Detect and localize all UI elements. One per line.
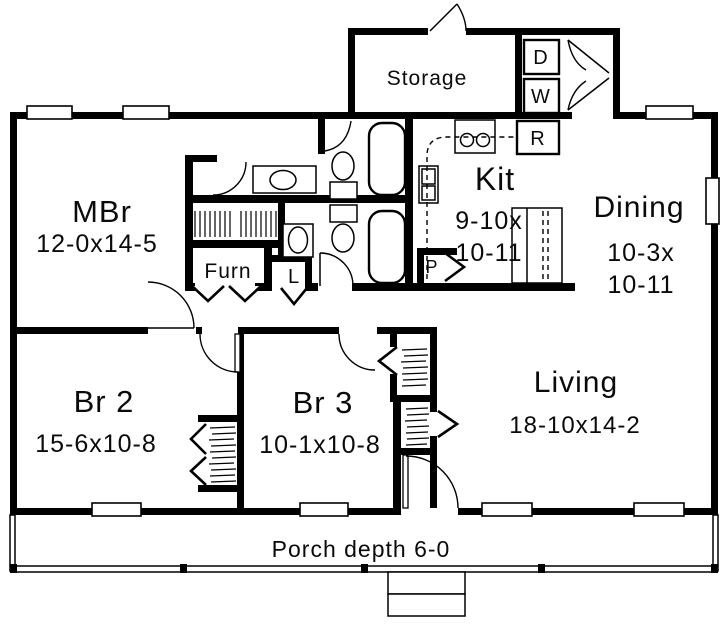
living-label: Living [534,366,618,399]
walls-layer [10,28,718,515]
pantry-label: P [425,257,438,277]
mbr-closet-door [212,161,247,196]
living-dims: 18-10x14-2 [509,412,640,439]
window-br3 [299,502,349,517]
bathtub-master [367,121,407,197]
br2-closet-shelf-hatch [208,426,237,483]
coat-closet-shelf-hatch [404,407,430,446]
vanity-master [252,165,317,194]
kit-label: Kit [475,161,515,197]
fixtures-layer [194,38,563,483]
window-living-1 [481,502,533,517]
mbr-label: MBr [72,194,132,229]
master-bath-door [324,120,352,152]
storage-label: Storage [387,67,468,90]
window-mbr-1 [26,105,73,120]
window-mbr-2 [122,105,170,120]
furnace-label: Furn [204,260,251,283]
window-br2 [91,502,142,517]
washer-box [522,77,561,115]
br3-closet-door [376,345,398,377]
storage-door [429,3,467,32]
mbr-dims: 12-0x14-5 [36,230,158,258]
window-dining-right [705,177,720,225]
dryer-box [522,38,561,76]
mbr-door [147,281,195,329]
windows-layer [26,105,720,517]
kit-dims-2: 10-11 [455,239,522,267]
dining-label: Dining [593,191,684,224]
linen-bifold-door [279,287,309,307]
br2-dims: 15-6x10-8 [35,430,157,458]
bathtub-hall [367,209,407,285]
refrigerator-box [515,119,561,156]
coat-closet-door [437,409,460,439]
window-living-2 [633,502,685,517]
br2-door [199,333,241,373]
br2-closet-doors [189,423,207,486]
pantry-door [444,251,467,283]
back-entry-doors [567,39,610,111]
vanity-hall [282,223,314,258]
mbr-closet-rod-hatch [194,211,277,237]
dining-dims-1: 10-3x [607,239,675,267]
window-dining-top [645,105,694,120]
br3-label: Br 3 [293,385,354,420]
porch-label: Porch depth 6-0 [272,536,451,562]
labels-layer: Storage D W R MBr 12-0x14-5 Furn L P Kit… [35,47,684,562]
range [418,165,439,204]
br3-closet-shelf-hatch [400,348,429,387]
kit-dims-1: 9-10x [455,207,523,235]
br3-dims: 10-1x10-8 [259,431,381,459]
washer-label: W [531,86,551,108]
dryer-label: D [533,47,548,69]
dining-dims-2: 10-11 [607,271,674,299]
toilet-master [329,151,358,200]
hall-bath-door [319,252,354,287]
front-door [402,454,459,509]
br2-label: Br 2 [74,384,135,419]
refrigerator-label: R [530,128,545,150]
br3-door [338,333,376,371]
kitchen-cabinet-line [426,136,552,279]
entry-steps [387,571,466,617]
doors-layer [147,3,610,509]
porch-posts [10,564,718,573]
furnace-bifold-doors [191,285,262,303]
hutch-counter [511,207,563,284]
porch-layer [9,514,719,617]
linen-label: L [288,266,300,288]
toilet-hall [329,204,358,253]
